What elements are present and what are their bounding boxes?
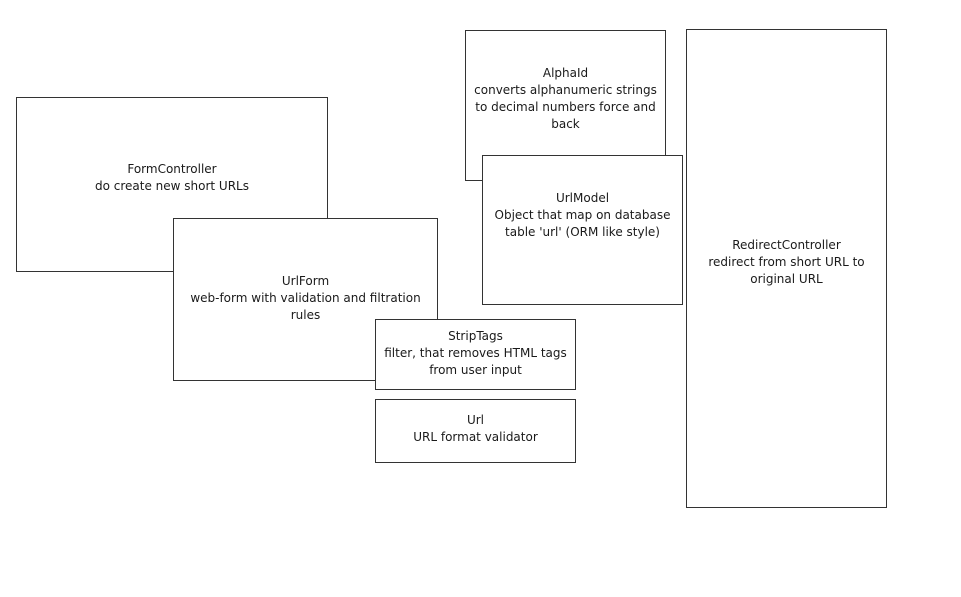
box-text: Url URL format validator	[407, 412, 544, 446]
url-form-title: UrlForm	[281, 273, 330, 288]
form-controller-description: do create new short URLs	[94, 178, 249, 193]
strip-tags-title: StripTags	[448, 329, 503, 343]
box-text: AlphaId converts alphanumeric strings to…	[466, 65, 665, 133]
strip-tags-description: filter, that removes HTML tags from user…	[384, 346, 567, 377]
url-form-box[interactable]: UrlForm web-form with validation and fil…	[173, 218, 438, 381]
url-validator-box[interactable]: Url URL format validator	[375, 399, 576, 463]
url-model-box[interactable]: UrlModel Object that map on database tab…	[482, 155, 683, 305]
strip-tags-box[interactable]: StripTags filter, that removes HTML tags…	[375, 319, 576, 390]
url-validator-description: URL format validator	[413, 430, 538, 444]
box-text: RedirectController redirect from short U…	[687, 237, 886, 288]
box-text: StripTags filter, that removes HTML tags…	[376, 328, 575, 379]
alpha-id-description: converts alphanumeric strings to decimal…	[474, 82, 657, 131]
box-text: FormController do create new short URLs	[89, 161, 255, 195]
form-controller-title: FormController	[127, 161, 217, 176]
redirect-controller-box[interactable]: RedirectController redirect from short U…	[686, 29, 887, 508]
url-form-description: web-form with validation and filtration …	[190, 290, 421, 322]
redirect-controller-description: redirect from short URL to original URL	[708, 255, 865, 286]
box-text: UrlModel Object that map on database tab…	[483, 190, 682, 241]
box-text: UrlForm web-form with validation and fil…	[174, 273, 437, 324]
url-validator-title: Url	[466, 413, 485, 427]
redirect-controller-title: RedirectController	[732, 238, 841, 252]
form-controller-box[interactable]: FormController do create new short URLs	[16, 97, 328, 272]
alpha-id-title: AlphaId	[542, 65, 589, 80]
url-model-title: UrlModel	[555, 191, 610, 205]
url-model-description: Object that map on database table 'url' …	[494, 208, 671, 239]
